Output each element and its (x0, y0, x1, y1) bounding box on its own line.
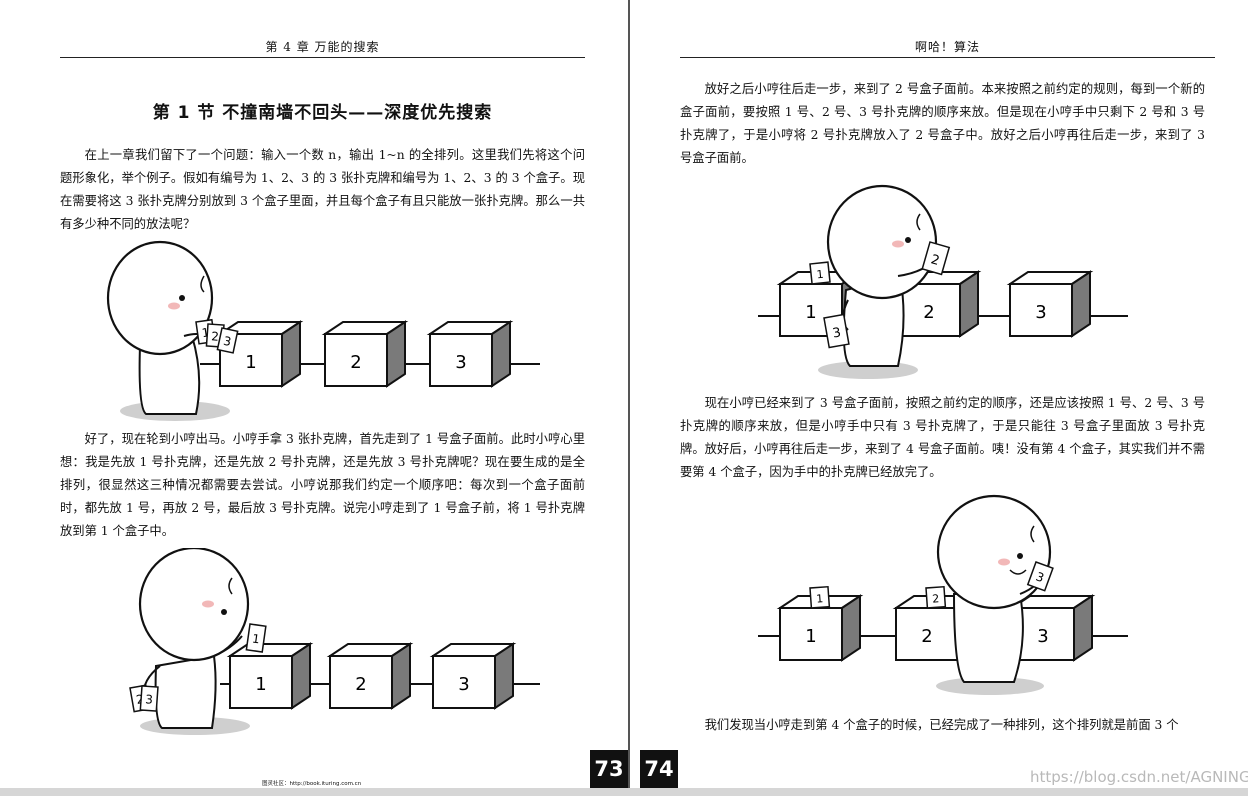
paragraph: 放好之后小哼往后走一步，来到了 2 号盒子面前。本来按照之前约定的规则，每到一个… (680, 82, 1205, 165)
box-label: 2 (355, 674, 366, 695)
box-3: 3 (1006, 270, 1094, 338)
box-label: 3 (1035, 302, 1046, 323)
paragraph: 我们发现当小哼走到第 4 个盒子的时候，已经完成了一种排列，这个排列就是前面 3… (704, 718, 1179, 732)
box-label: 1 (255, 674, 266, 695)
running-head: 啊哈！算法 (914, 40, 980, 54)
hand-card: 2 (921, 241, 951, 276)
placed-card-2: 2 (925, 585, 947, 609)
box-label: 1 (245, 352, 256, 373)
page-number: 73 (590, 750, 628, 788)
svg-text:1: 1 (816, 268, 824, 282)
svg-text:1: 1 (816, 592, 824, 605)
svg-text:3: 3 (1034, 569, 1046, 585)
box-label: 3 (458, 674, 469, 695)
paragraph: 在上一章我们留下了一个问题：输入一个数 n，输出 1~n 的全排列。这里我们先将… (60, 148, 585, 231)
illustration-figure-2: 1 2 3 1 2 (129, 548, 540, 735)
header-rule (680, 57, 1215, 58)
box-1: 1 (216, 320, 304, 388)
character-xiaoheng (826, 184, 939, 367)
svg-text:1: 1 (201, 325, 211, 340)
held-card: 3 (823, 313, 850, 349)
svg-text:1: 1 (251, 632, 261, 647)
hand-card-3: 3 (139, 685, 159, 712)
box-label: 2 (923, 302, 934, 323)
svg-text:3: 3 (145, 692, 154, 706)
box-2: 2 (326, 642, 414, 710)
box-label: 3 (1037, 626, 1048, 647)
header-rule (60, 57, 585, 58)
section-title: 第 1 节 不撞南墙不回头——深度优先搜索 (152, 103, 493, 123)
box-label: 1 (805, 626, 816, 647)
character-xiaoheng (106, 240, 214, 415)
paragraph: 好了，现在轮到小哼出马。小哼手拿 3 张扑克牌，首先走到了 1 号盒子面前。此时… (60, 432, 585, 538)
box-3: 3 (1008, 594, 1096, 662)
illustration-figure-1: 1 2 3 1 2 (106, 240, 540, 421)
page-number: 74 (640, 750, 678, 788)
hand-card: 3 (1026, 561, 1054, 592)
svg-text:3: 3 (832, 325, 843, 341)
box-2: 2 (321, 320, 409, 388)
illustration-figure-3: 1 2 3 1 2 (758, 184, 1128, 379)
right-page: 啊哈！算法 放好之后小哼往后走一步，来到了 2 号盒子面前。本来按照之前约定的规… (630, 0, 1248, 790)
box-label: 1 (805, 302, 816, 323)
placed-card: 1 (809, 261, 831, 285)
viewer-bottom-strip (0, 788, 1248, 796)
character-xiaoheng (138, 548, 250, 729)
placed-card-1: 1 (809, 585, 831, 609)
left-page: 第 4 章 万能的搜索 第 1 节 不撞南墙不回头——深度优先搜索 在上一章我们… (0, 0, 628, 790)
running-head: 第 4 章 万能的搜索 (265, 40, 380, 54)
paragraph: 现在小哼已经来到了 3 号盒子面前，按照之前约定的顺序，还是应该按照 1 号、2… (680, 396, 1205, 479)
box-2: 2 (894, 270, 982, 338)
footer-note: 图灵社区：http://book.ituring.com.cn (262, 781, 362, 787)
svg-text:3: 3 (222, 334, 232, 349)
box-label: 3 (455, 352, 466, 373)
placed-card: 1 (245, 623, 267, 653)
page-spine (628, 0, 630, 796)
svg-text:2: 2 (211, 329, 220, 343)
svg-text:2: 2 (932, 592, 940, 605)
box-label: 2 (921, 626, 932, 647)
box-label: 2 (350, 352, 361, 373)
character-xiaoheng (936, 494, 1052, 683)
svg-text:2: 2 (135, 692, 145, 707)
box-3: 3 (429, 642, 517, 710)
card-3: 3 (216, 327, 239, 354)
box-1: 1 (226, 642, 314, 710)
box-3: 3 (426, 320, 514, 388)
svg-text:2: 2 (929, 252, 941, 269)
illustration-figure-4: 1 2 3 1 2 (758, 494, 1128, 695)
watermark: https://blog.csdn.net/AGNING (1030, 768, 1248, 786)
